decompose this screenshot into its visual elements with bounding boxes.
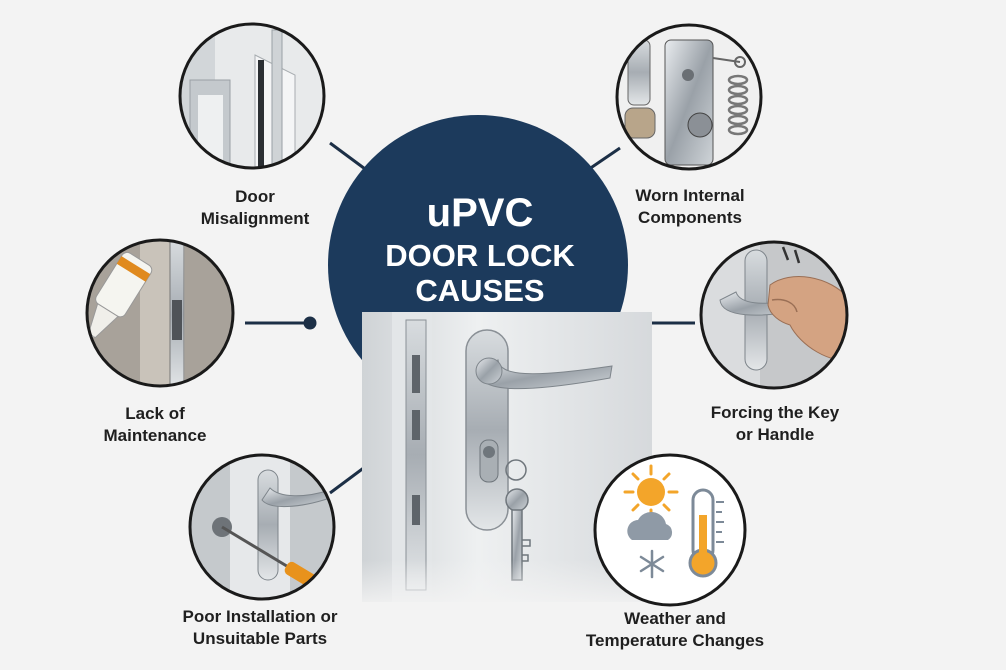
screwdriver-lock-icon: [188, 453, 336, 601]
label-poor-installation: Poor Installation or Unsuitable Parts: [145, 606, 375, 650]
label-weather-temperature-line2: Temperature Changes: [585, 631, 765, 650]
label-lack-of-maintenance: Lack of Maintenance: [65, 403, 245, 447]
label-lack-of-maintenance-line1: Lack of: [125, 404, 185, 423]
label-worn-internal-components-line2: Components: [638, 208, 742, 227]
label-poor-installation-line1: Poor Installation or: [182, 607, 338, 626]
label-weather-temperature: Weather and Temperature Changes: [560, 608, 790, 652]
door-frame-gap-icon: [178, 22, 326, 170]
label-door-misalignment-line2: Misalignment: [200, 209, 310, 228]
lock-mechanism-parts-icon: [615, 23, 763, 171]
label-worn-internal-components: Worn Internal Components: [590, 185, 790, 229]
label-forcing-key-handle-line1: Forcing the Key: [710, 403, 840, 422]
label-weather-temperature-line1: Weather and: [624, 609, 726, 628]
label-door-misalignment: Door Misalignment: [165, 186, 345, 230]
hand-on-handle-icon: [699, 240, 849, 390]
label-forcing-key-handle-line2: or Handle: [735, 425, 815, 444]
title-line-2: DOOR LOCK: [385, 238, 575, 273]
title-line-3: CAUSES: [415, 273, 545, 308]
sun-cloud-snow-thermometer-icon: [593, 453, 747, 607]
label-poor-installation-line2: Unsuitable Parts: [192, 629, 328, 648]
label-worn-internal-components-line1: Worn Internal: [635, 186, 745, 205]
label-forcing-key-handle: Forcing the Key or Handle: [680, 402, 870, 446]
title-line-1: uPVC: [426, 191, 534, 235]
label-lack-of-maintenance-line2: Maintenance: [103, 426, 207, 445]
lubricant-spray-icon: [85, 238, 235, 388]
label-door-misalignment-line1: Door: [235, 187, 275, 206]
